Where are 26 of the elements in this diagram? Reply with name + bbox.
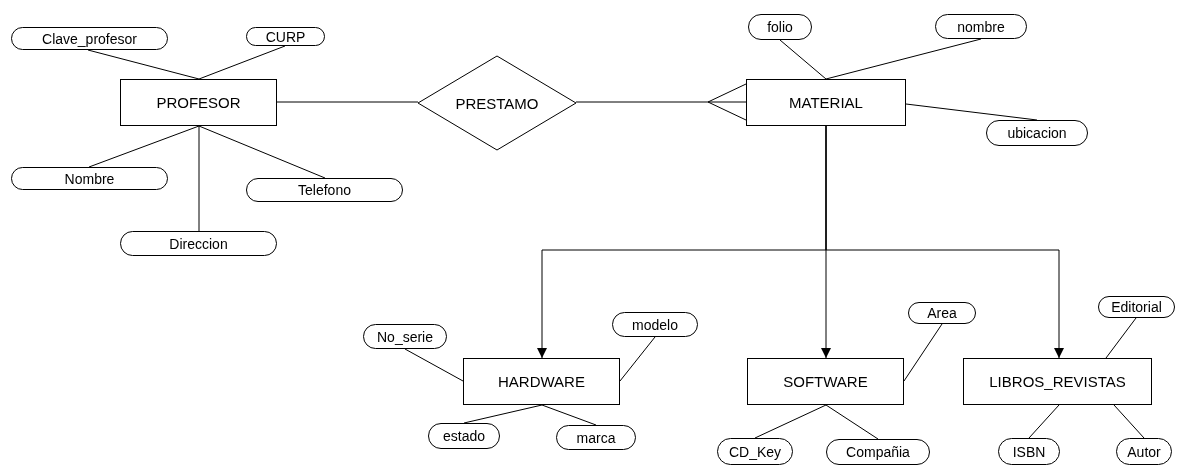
relationship-label: PRESTAMO: [455, 94, 539, 112]
connector-line: [463, 404, 543, 424]
connector-line: [575, 83, 747, 121]
connector-line: [779, 39, 827, 80]
connector-line: [619, 336, 656, 382]
connector-line: [1028, 404, 1060, 439]
connector-line: [541, 404, 597, 426]
connector-line: [825, 38, 982, 80]
connector-line: [1113, 404, 1145, 439]
arrow: [825, 125, 1064, 359]
connector-line: [198, 125, 200, 232]
connector-line: [754, 404, 827, 439]
entity-box: HARDWARE: [463, 358, 620, 405]
entity-box: SOFTWARE: [747, 358, 904, 405]
connector-line: [1105, 317, 1137, 359]
connector-line: [825, 404, 879, 440]
connector-line: [198, 125, 326, 179]
entity-box: PROFESOR: [120, 79, 277, 126]
entity-box: LIBROS_REVISTAS: [963, 358, 1152, 405]
connector-line: [87, 49, 200, 80]
entity-box: MATERIAL: [746, 79, 906, 126]
connector-line: [198, 45, 286, 80]
connector-line: [88, 125, 200, 168]
connector-line: [276, 101, 419, 103]
connector-line: [903, 323, 943, 382]
connector-line: [404, 348, 464, 382]
